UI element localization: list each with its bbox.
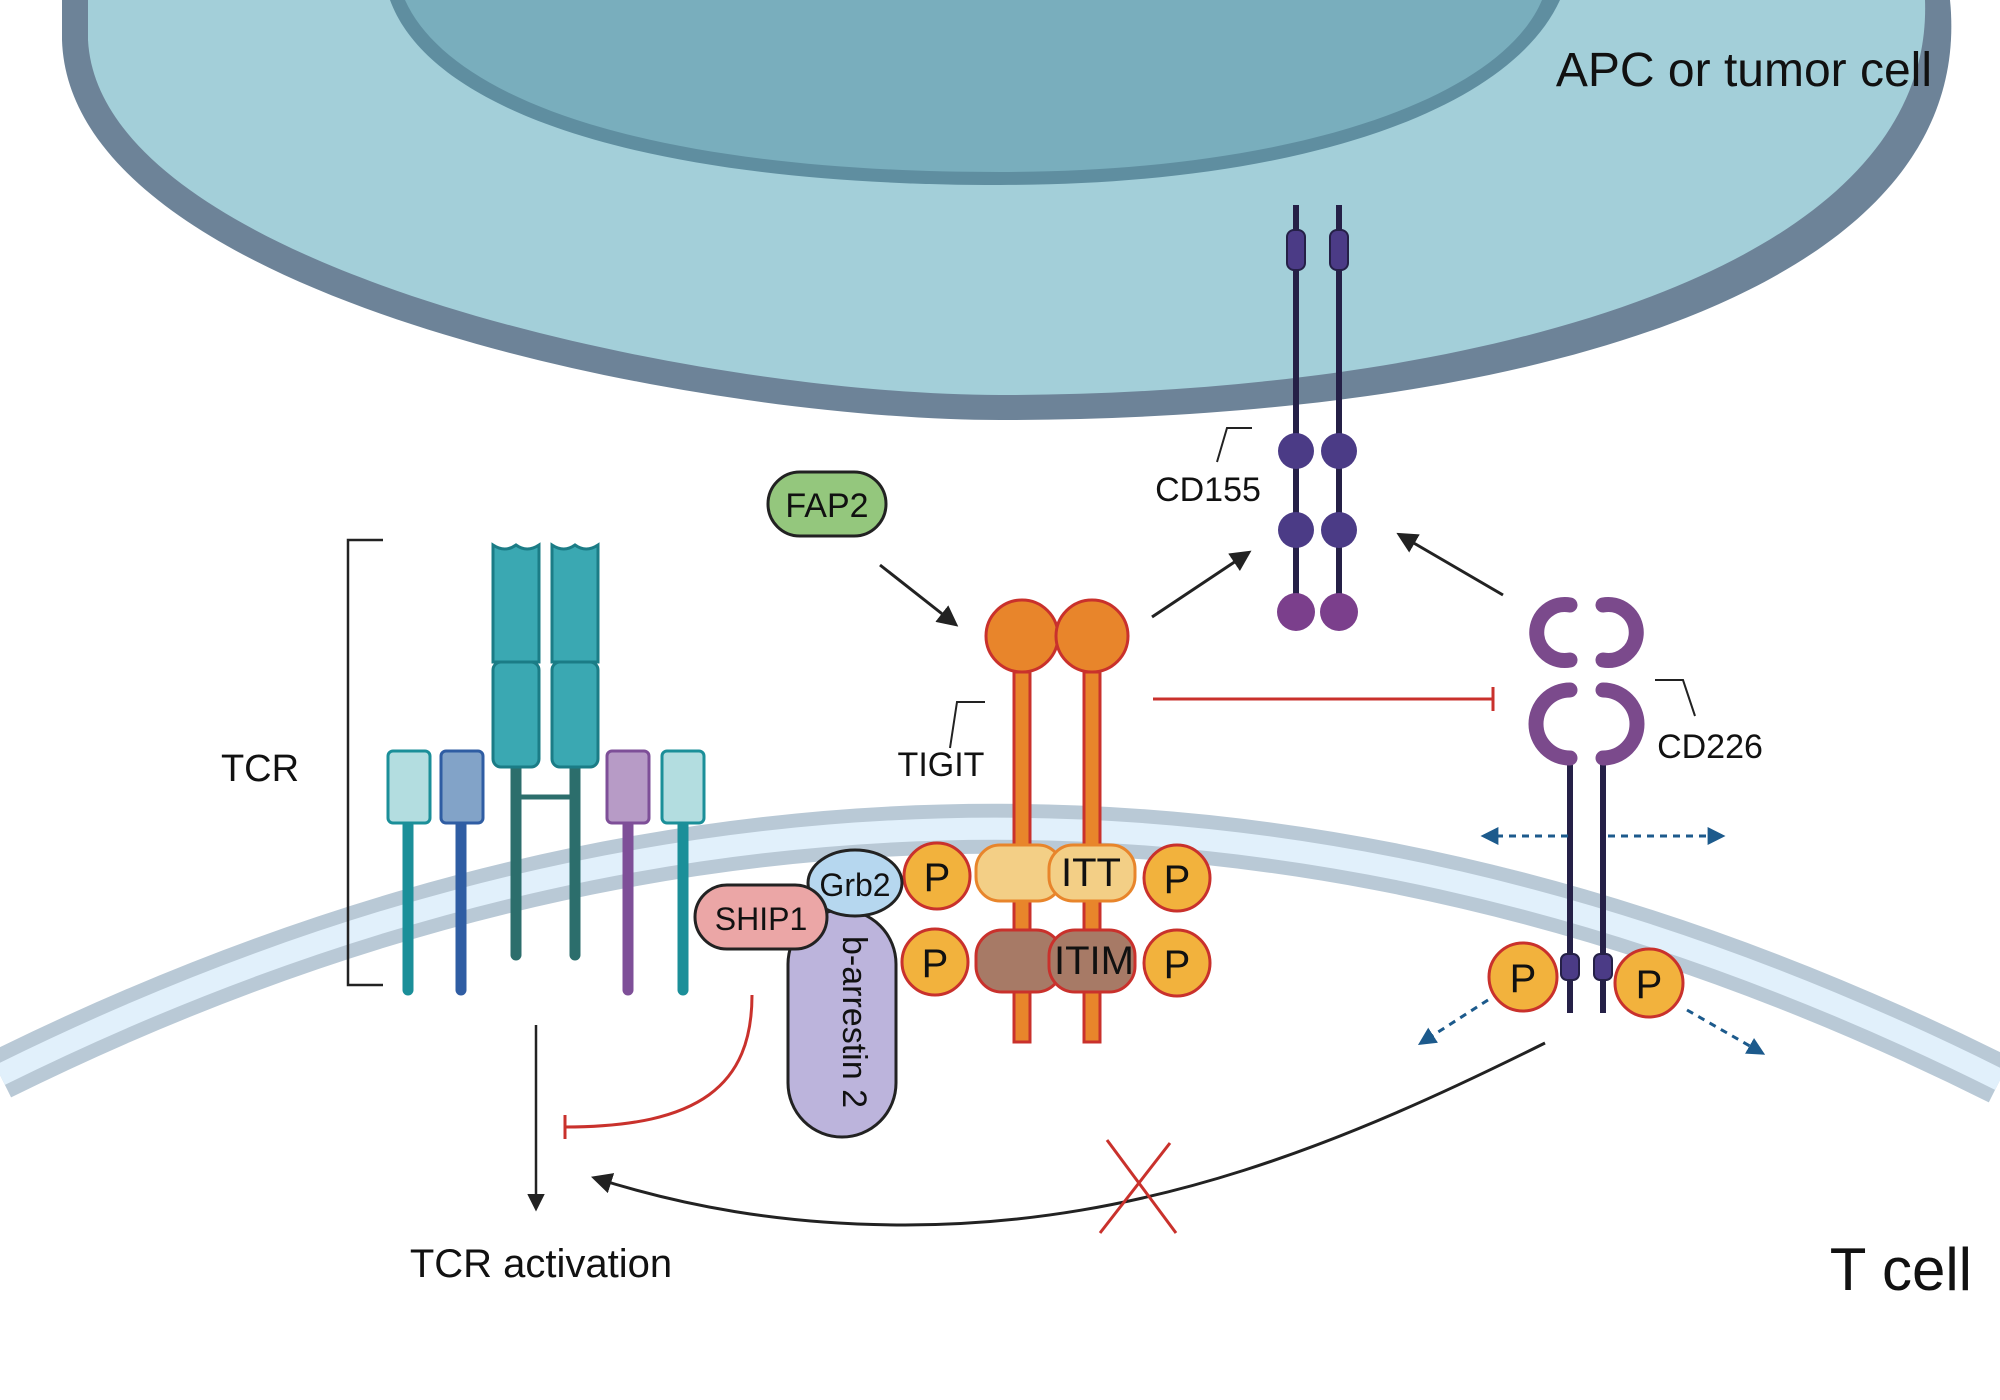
phospho-label: P: [924, 856, 951, 900]
tigit-to-cd155-arrow: [1151, 550, 1252, 619]
tigit-phospho-right-top: P: [1142, 843, 1212, 913]
itim-label: ITIM: [1054, 939, 1134, 983]
cd226-phospho-right: P: [1613, 947, 1685, 1019]
cd226-phospho-left: P: [1487, 941, 1559, 1013]
tcr-activation-label: TCR activation: [410, 1242, 672, 1286]
b-arrestin-label: b-arrestin 2: [835, 936, 873, 1108]
ship1-inhibition-line: [564, 994, 754, 1129]
itt-label: ITT: [1061, 851, 1121, 895]
phospho-label: P: [922, 942, 949, 986]
cd226-to-cd155-arrow: [1396, 532, 1504, 597]
fap2-bubble: [766, 470, 888, 538]
t-cell-label: T cell: [1830, 1236, 1972, 1303]
cd155-label: CD155: [1155, 471, 1261, 509]
apc-cell: [62, 0, 1952, 420]
tigit-callout: [949, 701, 985, 749]
cd226-receptor: [1528, 597, 1645, 1013]
tcr-label: TCR: [221, 748, 299, 790]
fap2-arrow: [879, 563, 959, 627]
ship1-bubble: [693, 883, 829, 951]
cd226-label: CD226: [1657, 728, 1763, 766]
phospho-label: P: [1164, 943, 1191, 987]
apc-cell-label: APC or tumor cell: [1556, 44, 1932, 97]
itim-motif: [1047, 928, 1137, 994]
tigit-phospho-left-bottom: P: [900, 927, 970, 997]
phospho-label: P: [1510, 957, 1537, 1001]
itt-motif: [1047, 843, 1137, 903]
tigit-phospho-right-bottom: P: [1142, 928, 1212, 998]
blocked-cross: [1098, 1139, 1178, 1234]
tigit-label: TIGIT: [898, 746, 985, 784]
cd226-to-tcr-arrow: [590, 1041, 1546, 1227]
cd226-diffusion-arrows: [1417, 827, 1766, 1055]
tcr-bracket: [346, 538, 383, 987]
phospho-label: P: [1164, 858, 1191, 902]
fap2-label: FAP2: [785, 487, 868, 525]
cd155-ligand: [1277, 205, 1358, 631]
tigit-phospho-left-top: P: [902, 841, 972, 911]
cd226-callout: [1655, 679, 1696, 717]
cd155-callout: [1216, 427, 1252, 463]
phospho-label: P: [1636, 963, 1663, 1007]
grb2-label: Grb2: [819, 867, 890, 903]
tcr-complex: [346, 538, 706, 996]
ship1-label: SHIP1: [715, 901, 807, 937]
t-cell-membrane: [0, 803, 2000, 1103]
grb2-bubble: [806, 848, 904, 918]
